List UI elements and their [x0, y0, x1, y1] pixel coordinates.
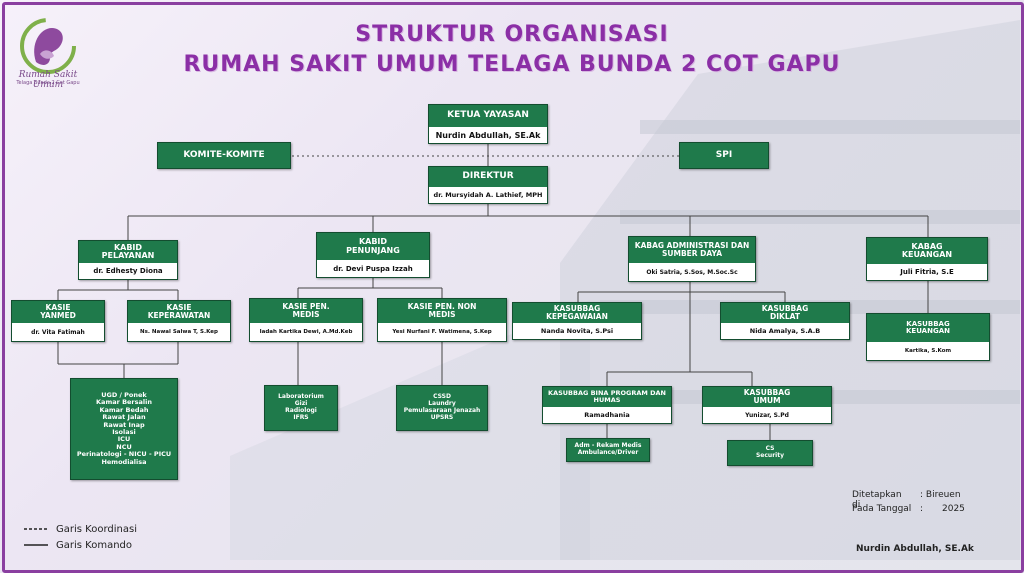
kasie-pen-medis-box: KASIE PEN. MEDIS Iadah Kartika Dewi, A.M… [249, 298, 363, 342]
kasubbag-keuangan-box: KASUBBAG KEUANGAN Kartika, S.Kom [866, 313, 990, 361]
ditetapkan-label: Ditetapkan di [852, 490, 902, 510]
kabag-keuangan-title: KABAG KEUANGAN [867, 238, 987, 264]
kabid-penunjang-title: KABID PENUNJANG [317, 233, 429, 260]
unit-item: Kamar Bersalin [96, 398, 152, 407]
direktur-title: DIREKTUR [429, 167, 547, 187]
unit-item: UGD / Ponek [101, 390, 147, 399]
kasie-keperawatan-title: KASIE KEPERAWATAN [128, 301, 230, 323]
kasubbag-umum-name: Yunizar, S.Pd [703, 407, 831, 423]
hospital-logo [20, 18, 76, 74]
kasubbag-keuangan-name: Kartika, S.Kom [867, 342, 989, 360]
unit-item: Pemulasaraan Jenazah [403, 407, 481, 414]
spi-box: SPI [679, 142, 769, 169]
kabid-pelayanan-name: dr. Edhesty Diona [79, 263, 177, 279]
unit-item: Perinatologi - NICU - PICU [76, 450, 172, 459]
ketua-yayasan-title: KETUA YAYASAN [429, 105, 547, 127]
unit-item: Ambulance/Driver [577, 449, 639, 456]
unit-item: Rawat Inap [103, 420, 145, 429]
unit-item: Rawat Jalan [102, 413, 146, 422]
unit-item: ICU [117, 435, 131, 444]
kasie-pen-non-medis-name: Yesi Nurfani F. Watimena, S.Kep [378, 323, 506, 341]
unit-item: Gizi [294, 400, 308, 408]
kabid-penunjang-box: KABID PENUNJANG dr. Devi Puspa Izzah [316, 232, 430, 278]
kasie-keperawatan-name: Ns. Nawal Salwa T, S.Kep [128, 323, 230, 341]
kasubbag-kepegawaian-name: Nanda Novita, S.Psi [513, 323, 641, 339]
kasubbag-umum-title: KASUBBAG UMUM [703, 387, 831, 407]
kabid-pelayanan-box: KABID PELAYANAN dr. Edhesty Diona [78, 240, 178, 280]
unit-item: Isolasi [112, 428, 136, 436]
unit-item: CSSD [433, 393, 451, 401]
kasubbag-diklat-box: KASUBBAG DIKLAT Nida Amalya, S.A.B [720, 302, 850, 340]
kasie-yanmed-box: KASIE YANMED dr. Vita Fatimah [11, 300, 105, 342]
kabag-admin-name: Oki Satria, S.Sos, M.Soc.Sc [629, 263, 755, 281]
kasie-pen-non-medis-box: KASIE PEN. NON MEDIS Yesi Nurfani F. Wat… [377, 298, 507, 342]
kasie-pen-medis-name: Iadah Kartika Dewi, A.Md.Keb [250, 323, 362, 341]
direktur-box: DIREKTUR dr. Mursyidah A. Lathief, MPH [428, 166, 548, 204]
unit-item: Laundry [428, 400, 456, 408]
kabid-penunjang-name: dr. Devi Puspa Izzah [317, 260, 429, 277]
ketua-yayasan-box: KETUA YAYASAN Nurdin Abdullah, SE.Ak [428, 104, 548, 144]
unit-item: NCU [116, 442, 132, 451]
logo-subtitle: Telaga Bunda 2 Cot Gapu [16, 80, 80, 86]
tanggal-label: Pada Tanggal [852, 504, 912, 514]
unit-item: Kamar Bedah [99, 405, 149, 414]
kabid-pelayanan-title: KABID PELAYANAN [79, 241, 177, 263]
kasie-keperawatan-box: KASIE KEPERAWATAN Ns. Nawal Salwa T, S.K… [127, 300, 231, 342]
page-title: STRUKTUR ORGANISASI [355, 22, 669, 47]
logo-name: Rumah Sakit Umum [18, 70, 78, 90]
kabag-keuangan-name: Juli Fitria, S.E [867, 264, 987, 280]
unit-item: Hemodialisa [101, 457, 147, 466]
kabag-admin-box: KABAG ADMINISTRASI DAN SUMBER DAYA Oki S… [628, 236, 756, 282]
kasubbag-diklat-title: KASUBBAG DIKLAT [721, 303, 849, 323]
legend-komando: Garis Komando [56, 540, 133, 551]
ditetapkan-value: : Bireuen [920, 490, 961, 500]
kasubbag-diklat-name: Nida Amalya, S.A.B [721, 323, 849, 339]
kasie-yanmed-name: dr. Vita Fatimah [12, 323, 104, 341]
kasubbag-bina-name: Ramadhania [543, 407, 671, 423]
background-building-stripe [620, 210, 1020, 224]
kasubbag-bina-title: KASUBBAG BINA PROGRAM DAN HUMAS [543, 387, 671, 407]
unit-item: CS [765, 445, 775, 453]
kasubbag-kepegawaian-title: KASUBBAG KEPEGAWAIAN [513, 303, 641, 323]
signature-name: Nurdin Abdullah, SE.Ak [856, 544, 974, 554]
unit-item: IFRS [293, 413, 309, 421]
legend-symbols [24, 528, 48, 546]
kasubbag-keuangan-title: KASUBBAG KEUANGAN [867, 314, 989, 342]
kasubbag-kepegawaian-box: KASUBBAG KEPEGAWAIAN Nanda Novita, S.Psi [512, 302, 642, 340]
komite-box: KOMITE-KOMITE [157, 142, 291, 169]
ketua-yayasan-name: Nurdin Abdullah, SE.Ak [429, 127, 547, 143]
legend-koordinasi: Garis Koordinasi [56, 524, 137, 535]
unit-item: Laboratorium [278, 393, 324, 401]
unit-item: Adm - Rekam Medis [574, 442, 642, 450]
unit-item: Security [755, 452, 784, 459]
direktur-name: dr. Mursyidah A. Lathief, MPH [429, 187, 547, 203]
tanggal-value: 2025 [942, 504, 965, 514]
kasie-pen-non-medis-title: KASIE PEN. NON MEDIS [378, 299, 506, 323]
kasubbag-bina-box: KASUBBAG BINA PROGRAM DAN HUMAS Ramadhan… [542, 386, 672, 424]
page-subtitle: RUMAH SAKIT UMUM TELAGA BUNDA 2 COT GAPU [183, 52, 841, 77]
background-building-stripe [640, 120, 1020, 134]
kasubbag-umum-box: KASUBBAG UMUM Yunizar, S.Pd [702, 386, 832, 424]
kabag-admin-title: KABAG ADMINISTRASI DAN SUMBER DAYA [629, 237, 755, 263]
unit-item: Radiologi [285, 407, 317, 414]
tanggal-colon: : [920, 504, 924, 514]
unit-item: UPSRS [430, 413, 454, 421]
kasie-yanmed-title: KASIE YANMED [12, 301, 104, 323]
kasie-pen-medis-title: KASIE PEN. MEDIS [250, 299, 362, 323]
kabag-keuangan-box: KABAG KEUANGAN Juli Fitria, S.E [866, 237, 988, 281]
